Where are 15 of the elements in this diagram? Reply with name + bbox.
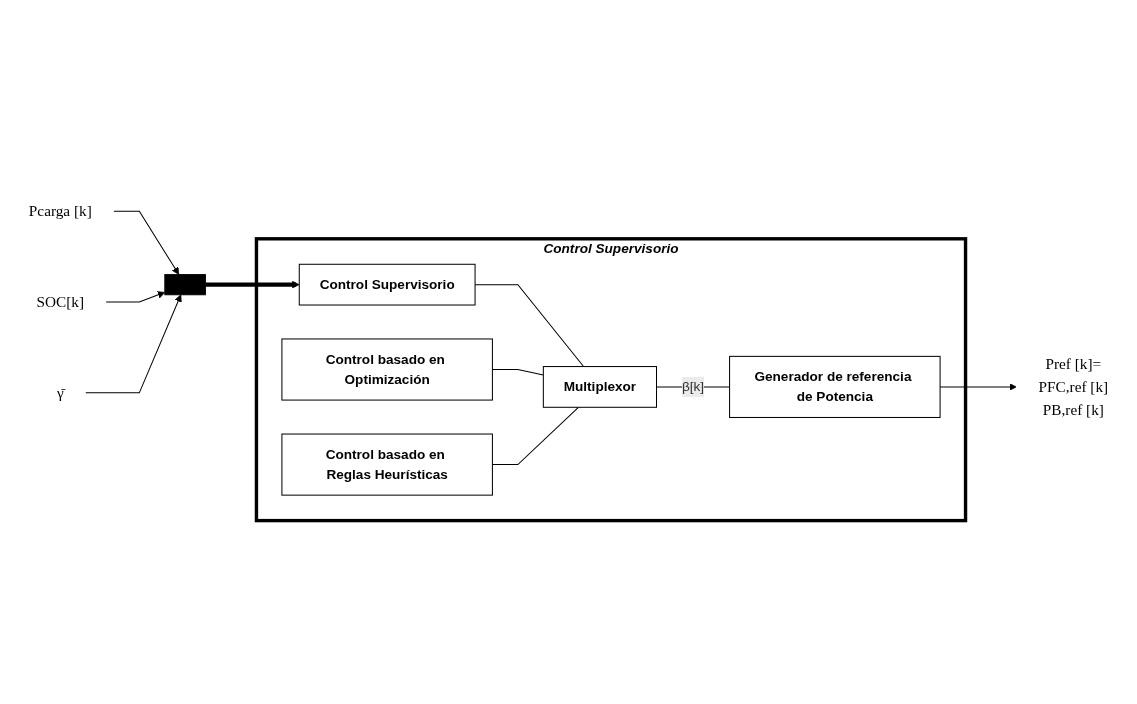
arrow (105, 291, 166, 303)
node-box: Control basado en Optimización (281, 338, 493, 401)
node-text: Pref [k]= PFC,ref [k] PB,ref [k] (1038, 355, 1109, 419)
node-box: Multiplexor (542, 366, 657, 409)
edge-label: β[k] (681, 379, 705, 395)
arrow (205, 281, 300, 289)
node-box: Generador de referencia de Potencia (729, 356, 941, 419)
node-text: γ̄ (56, 384, 64, 402)
arrow (113, 211, 180, 276)
arrow (85, 294, 182, 394)
node-box: Control basado en Reglas Heurísticas (281, 433, 493, 496)
node-text: SOC[k] (36, 293, 85, 311)
node-box: Control Supervisorio (298, 264, 476, 306)
node-bar (164, 274, 206, 296)
node-text: Pcarga [k] (28, 202, 92, 220)
